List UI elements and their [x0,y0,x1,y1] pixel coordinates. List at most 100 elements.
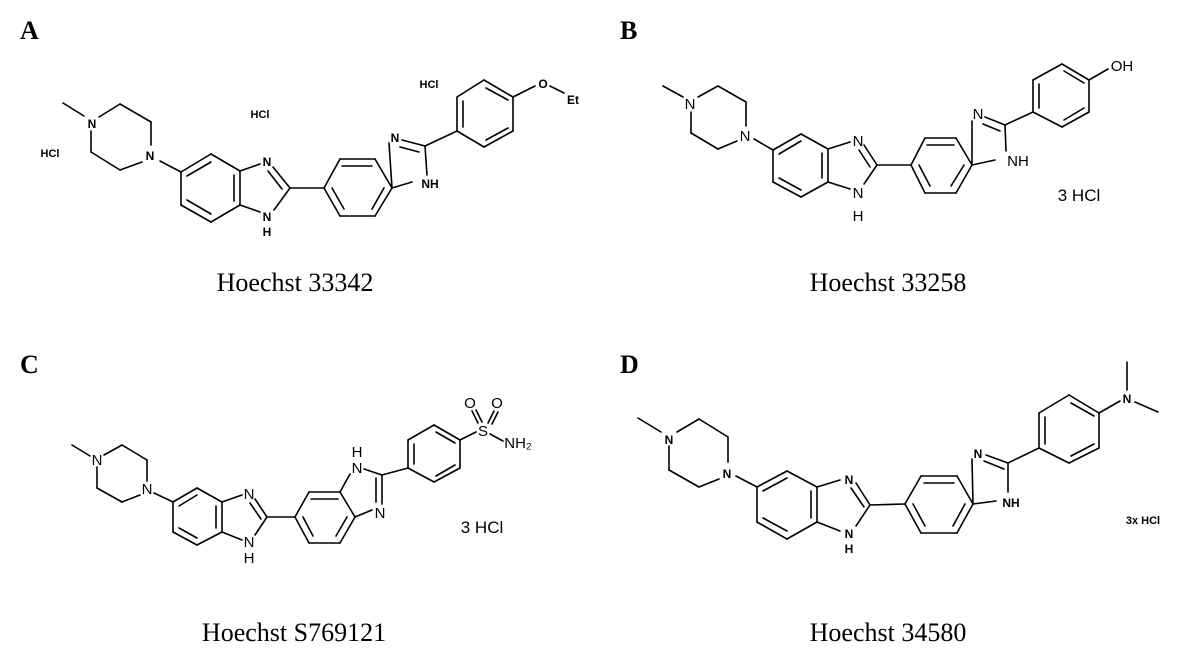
bond [762,477,788,492]
bond [339,491,356,518]
bond [762,517,788,532]
bond [435,464,456,477]
bond [71,444,91,457]
bond [273,187,291,211]
bond [401,139,426,147]
bond [98,103,121,118]
bond [786,521,818,540]
bond [210,153,241,172]
bond [827,141,851,150]
bond [254,498,268,518]
bond [910,164,926,194]
bond [869,503,906,506]
bond [363,468,383,476]
bond [955,137,973,166]
bond [676,418,700,433]
bond [955,164,973,194]
bond [1063,70,1085,84]
bond [778,177,802,191]
bond [786,470,818,488]
bond [950,164,965,187]
bond [391,181,413,189]
atom-label: N [244,534,255,551]
bond [371,187,385,210]
bond [331,187,345,210]
bond [221,531,243,541]
atom-label: N [974,447,983,461]
atom-label: NH [1002,496,1019,510]
compound-name-caption: Hoechst 33342 [216,268,374,297]
bond [487,410,495,424]
compound-name-caption: Hoechst S769121 [201,618,387,647]
bond [254,516,268,536]
panel-letter: D [620,350,639,379]
bond [1061,63,1090,81]
bond [323,158,341,189]
bond [1070,443,1095,457]
atom-label: N [853,133,864,150]
bond [698,418,729,438]
compound-name-caption: Hoechst 33258 [809,268,967,297]
bond [489,433,504,442]
bond [858,149,871,168]
bond [971,159,996,166]
bond [491,411,499,425]
bond [424,145,428,176]
atom-label: N [740,128,751,145]
bond [753,138,774,151]
bond [407,424,435,441]
bond [471,410,479,424]
bond [96,487,123,503]
bond [984,116,1006,126]
bond [483,79,514,98]
bond [1088,68,1109,81]
panel-letter: B [620,16,638,45]
bond [983,460,1005,470]
bond [910,137,926,166]
bond [956,475,974,505]
bond [339,516,356,544]
bond [1061,111,1090,128]
atom-label: O [464,395,476,412]
bond [1070,402,1095,417]
bond [816,479,841,488]
bond [985,454,1009,464]
bond [800,181,829,198]
bond [698,478,720,488]
bond [339,473,351,493]
bond [756,521,788,540]
bond [159,160,182,173]
bond [267,170,283,190]
salt-label: HCl [420,79,439,91]
bond [637,417,662,433]
atom-label: N [1123,392,1132,406]
bond [335,516,348,537]
atom-label: N [375,505,386,522]
atom-label: S [478,423,488,440]
atom-label: N [391,131,400,145]
bond [863,164,878,185]
atom-label: H [244,550,255,567]
bond [381,467,409,476]
bond [1007,447,1040,464]
bond [424,130,458,147]
bond [855,504,871,527]
bond [153,492,174,503]
atom-label: N [92,452,103,469]
bond [374,158,393,189]
bond [456,79,485,98]
bond [119,103,152,123]
bond [172,487,198,503]
panel-letter: A [20,16,39,45]
bond [1068,394,1100,414]
bond [956,503,974,534]
bond [668,469,700,488]
atom-label: N [723,467,732,481]
bond [180,153,212,173]
bond [186,161,212,177]
bond [119,161,143,171]
bond [456,130,485,148]
bond [690,132,719,150]
atom-label: NH [421,177,438,191]
